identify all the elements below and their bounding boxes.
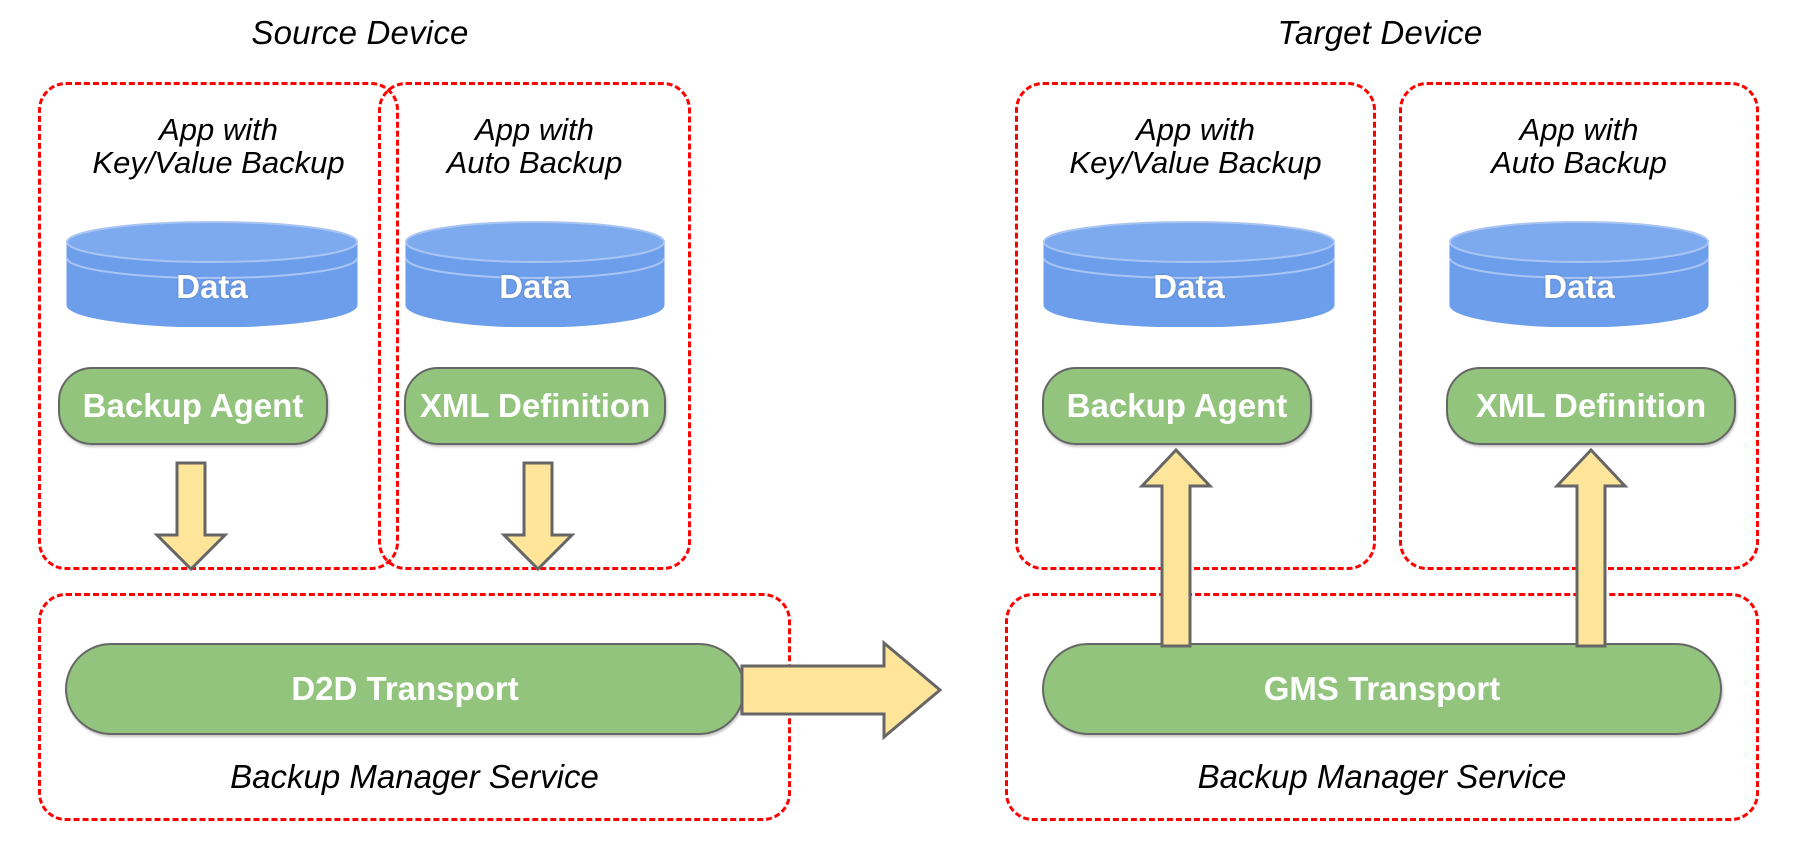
arrow-down-source-xml-to-transport (500, 461, 576, 572)
service-caption-source: Backup Manager Service (230, 758, 599, 795)
transport-gms[interactable]: GMS Transport (1042, 643, 1722, 735)
app-container-target-key-value: App with Key/Value Backup (1015, 82, 1376, 570)
app-caption-target-auto: App with Auto Backup (1491, 112, 1667, 181)
app-container-source-key-value: App with Key/Value Backup (38, 82, 399, 570)
transport-d2d[interactable]: D2D Transport (65, 643, 745, 735)
data-cylinder-label-source-auto: Data (499, 268, 571, 305)
data-cylinder-target-key-value: Data (1042, 220, 1336, 327)
app-caption-source-key-value: App with Key/Value Backup (92, 112, 345, 181)
arrow-down-source-agent-to-transport (153, 461, 229, 572)
component-xml-definition-target[interactable]: XML Definition (1446, 367, 1736, 445)
data-cylinder-label-target-auto: Data (1543, 268, 1615, 305)
arrow-up-transport-to-target-xml (1553, 447, 1629, 648)
component-backup-agent-source[interactable]: Backup Agent (58, 367, 328, 445)
component-backup-agent-target[interactable]: Backup Agent (1042, 367, 1312, 445)
service-caption-target: Backup Manager Service (1197, 758, 1567, 795)
arrow-up-transport-to-target-agent (1138, 447, 1214, 648)
service-container-target: Backup Manager Service (1005, 593, 1759, 821)
app-caption-target-key-value: App with Key/Value Backup (1069, 112, 1322, 181)
data-cylinder-label-target-key-value: Data (1153, 268, 1225, 305)
app-container-source-auto: App with Auto Backup (378, 82, 691, 570)
device-title-source: Source Device (251, 14, 469, 51)
data-cylinder-label-source-key-value: Data (176, 268, 248, 305)
data-cylinder-target-auto: Data (1448, 220, 1710, 327)
arrow-right-d2d-to-gms (740, 639, 943, 741)
device-title-target: Target Device (1277, 14, 1483, 51)
data-cylinder-source-auto: Data (404, 220, 666, 327)
data-cylinder-source-key-value: Data (65, 220, 359, 327)
app-caption-source-auto: App with Auto Backup (446, 112, 623, 181)
component-xml-definition-source[interactable]: XML Definition (404, 367, 666, 445)
